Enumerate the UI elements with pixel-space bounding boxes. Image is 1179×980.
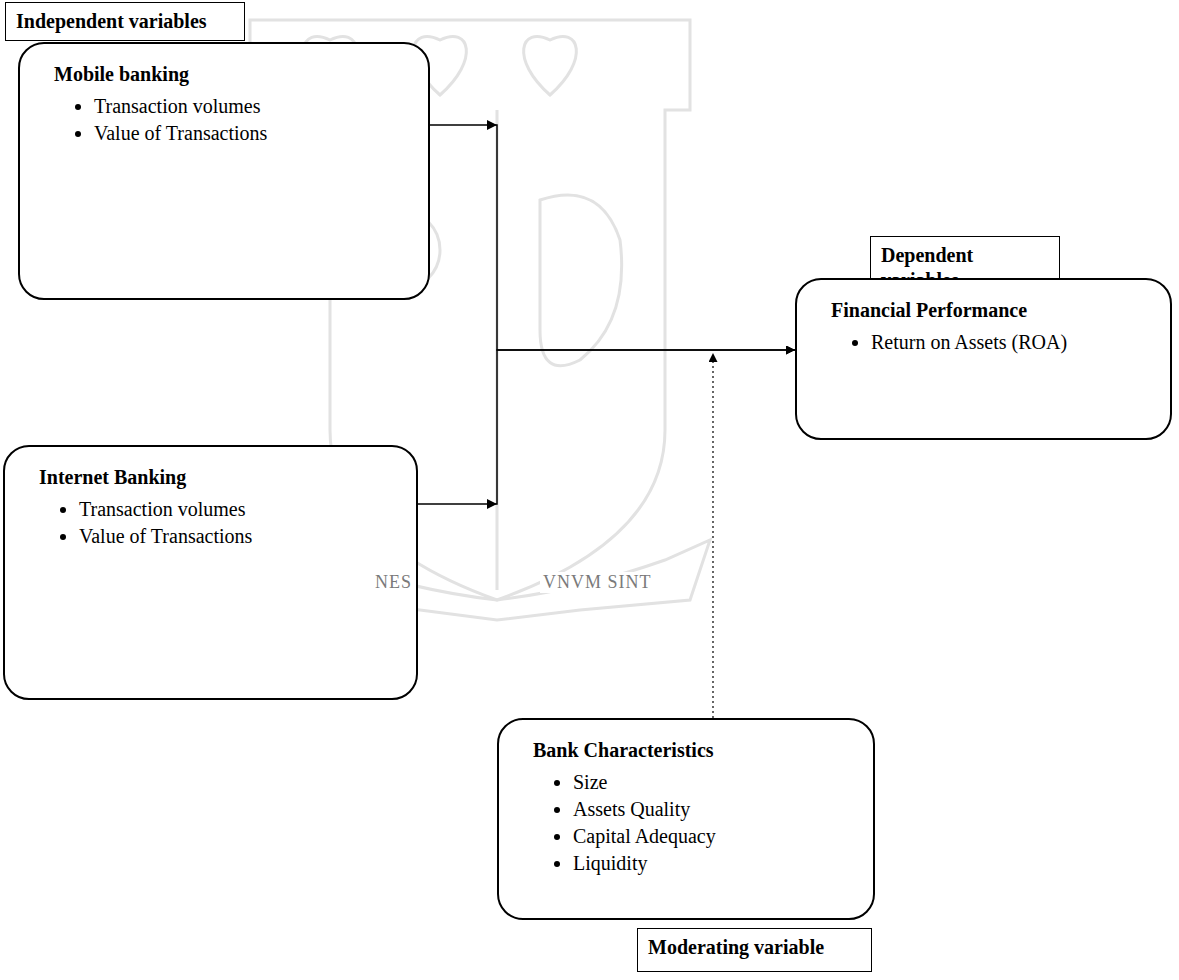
bullet-item: Value of Transactions bbox=[94, 120, 412, 147]
watermark-text: VNVM SINT bbox=[540, 572, 655, 593]
box-heading: Bank Characteristics bbox=[533, 738, 857, 763]
bullet-item: Transaction volumes bbox=[79, 496, 400, 523]
label-text: Independent variables bbox=[16, 9, 234, 34]
variable-box: Internet BankingTransaction volumesValue… bbox=[3, 445, 418, 700]
bullet-item: Value of Transactions bbox=[79, 523, 400, 550]
connector-arrow bbox=[418, 350, 795, 504]
bullet-item: Capital Adequacy bbox=[573, 823, 857, 850]
box-heading: Mobile banking bbox=[54, 62, 412, 87]
bullet-list: Transaction volumesValue of Transactions bbox=[39, 496, 400, 550]
bullet-list: Transaction volumesValue of Transactions bbox=[54, 93, 412, 147]
watermark-text: NES bbox=[372, 572, 415, 593]
crest-lion bbox=[540, 195, 622, 366]
crest-heart bbox=[524, 36, 577, 95]
section-label: Moderating variable bbox=[637, 928, 872, 972]
variable-box: Mobile bankingTransaction volumesValue o… bbox=[18, 42, 430, 300]
label-text: Moderating variable bbox=[648, 935, 861, 960]
variable-box: Bank CharacteristicsSizeAssets QualityCa… bbox=[497, 718, 875, 920]
box-heading: Internet Banking bbox=[39, 465, 400, 490]
bullet-item: Liquidity bbox=[573, 850, 857, 877]
bullet-item: Return on Assets (ROA) bbox=[871, 329, 1154, 356]
section-label: Independent variables bbox=[5, 2, 245, 41]
bullet-item: Assets Quality bbox=[573, 796, 857, 823]
variable-box: Financial PerformanceReturn on Assets (R… bbox=[795, 278, 1172, 440]
connector-arrow bbox=[430, 125, 795, 350]
bullet-item: Transaction volumes bbox=[94, 93, 412, 120]
bullet-item: Size bbox=[573, 769, 857, 796]
bullet-list: SizeAssets QualityCapital AdequacyLiquid… bbox=[533, 769, 857, 877]
moderating-arrow bbox=[712, 353, 713, 718]
box-heading: Financial Performance bbox=[831, 298, 1154, 323]
bullet-list: Return on Assets (ROA) bbox=[831, 329, 1154, 356]
